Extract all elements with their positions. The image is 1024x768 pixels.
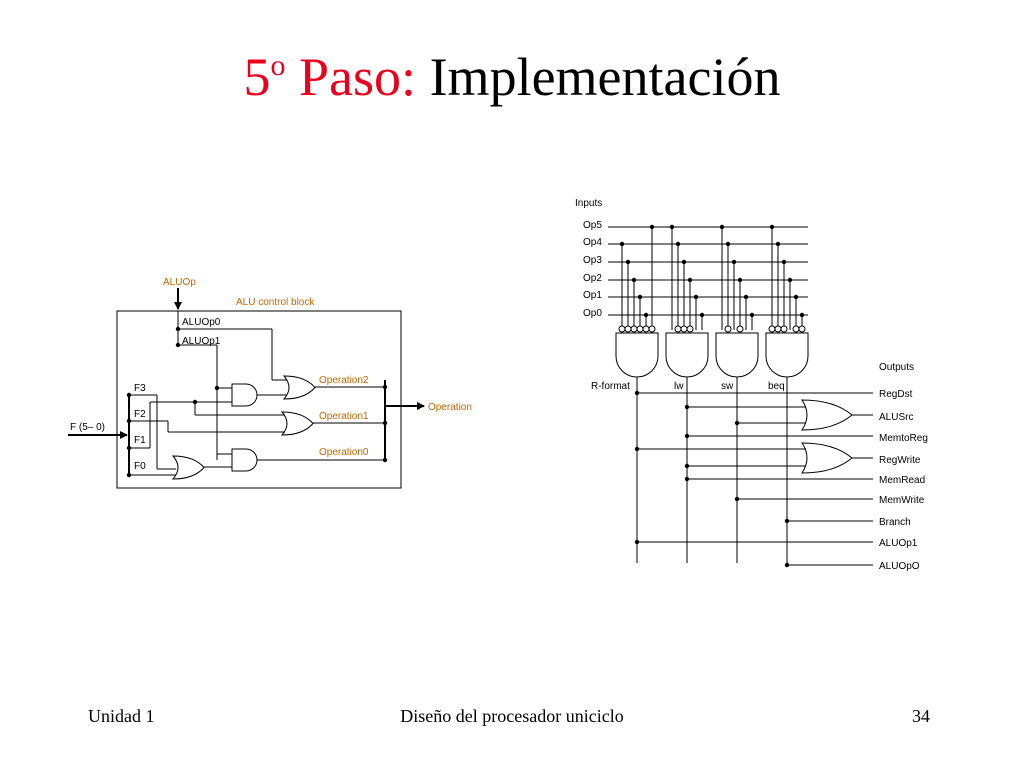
- f2-label: F2: [134, 409, 146, 420]
- op1-label: Op1: [583, 290, 602, 301]
- and-gate-lw: [665, 332, 709, 378]
- pla-junctions: [619, 224, 805, 568]
- f1-label: F1: [134, 435, 146, 446]
- regwrite-label: RegWrite: [879, 455, 921, 466]
- alu-control-block-label: ALU control block: [236, 297, 315, 308]
- beq-label: beq: [768, 381, 785, 392]
- and-gate-beq: [765, 332, 809, 378]
- f3-label: F3: [134, 383, 146, 394]
- inputs-label: Inputs: [575, 198, 602, 209]
- regdst-label: RegDst: [879, 389, 913, 400]
- inversion-bubbles: [618, 325, 806, 333]
- footer-course: Diseño del procesador uniciclo: [400, 706, 624, 726]
- memtoreg-label: MemtoReg: [879, 433, 928, 444]
- operation-label: Operation: [428, 402, 472, 413]
- alu-control-box: [116, 310, 402, 489]
- aluop0-output-label: ALUOpO: [879, 561, 920, 572]
- alu-control-junctions: [126, 326, 388, 478]
- op4-label: Op4: [583, 237, 602, 248]
- aluop1-label: ALUOp1: [182, 336, 221, 347]
- op5-label: Op5: [583, 220, 602, 231]
- or-gate-f0-f3: [171, 455, 205, 480]
- footer-page-number: 34: [912, 706, 930, 726]
- or-gate-alusrc: [801, 399, 853, 431]
- aluop-label: ALUOp: [163, 277, 196, 288]
- title-ordinal: o: [270, 49, 286, 82]
- lw-label: lw: [674, 381, 684, 392]
- memread-label: MemRead: [879, 475, 925, 486]
- title-step: Paso:: [299, 47, 417, 107]
- f-input-label: F (5– 0): [70, 422, 105, 433]
- operation2-label: Operation2: [319, 375, 369, 386]
- f0-label: F0: [134, 461, 146, 472]
- branch-label: Branch: [879, 517, 911, 528]
- operation1-label: Operation1: [319, 411, 369, 422]
- op3-label: Op3: [583, 255, 602, 266]
- main-control-pla: [608, 226, 873, 566]
- op2-label: Op2: [583, 273, 602, 284]
- title-number: 5: [243, 47, 271, 107]
- outputs-label: Outputs: [879, 362, 914, 373]
- title-topic: Implementación: [429, 47, 781, 107]
- slide-title: 5o Paso: Implementación: [0, 34, 1024, 109]
- sw-label: sw: [721, 381, 734, 392]
- footer-unit: Unidad 1: [88, 706, 155, 726]
- alusrc-label: ALUSrc: [879, 412, 913, 423]
- aluop1-output-label: ALUOp1: [879, 538, 918, 549]
- and-gate-sw: [715, 332, 759, 378]
- memwrite-label: MemWrite: [879, 495, 925, 506]
- or-gate-operation2: [282, 375, 316, 400]
- and-gate-r-format: [615, 332, 659, 378]
- r-format-label: R-format: [591, 381, 630, 392]
- or-gate-operation1: [280, 411, 314, 436]
- and-gate-operation0: [231, 448, 258, 472]
- op0-label: Op0: [583, 308, 602, 319]
- alu-control-block: [68, 288, 425, 489]
- and-gate-op2: [231, 383, 258, 407]
- operation0-label: Operation0: [319, 447, 369, 458]
- aluop0-label: ALUOp0: [182, 317, 221, 328]
- or-gate-regwrite: [801, 442, 853, 474]
